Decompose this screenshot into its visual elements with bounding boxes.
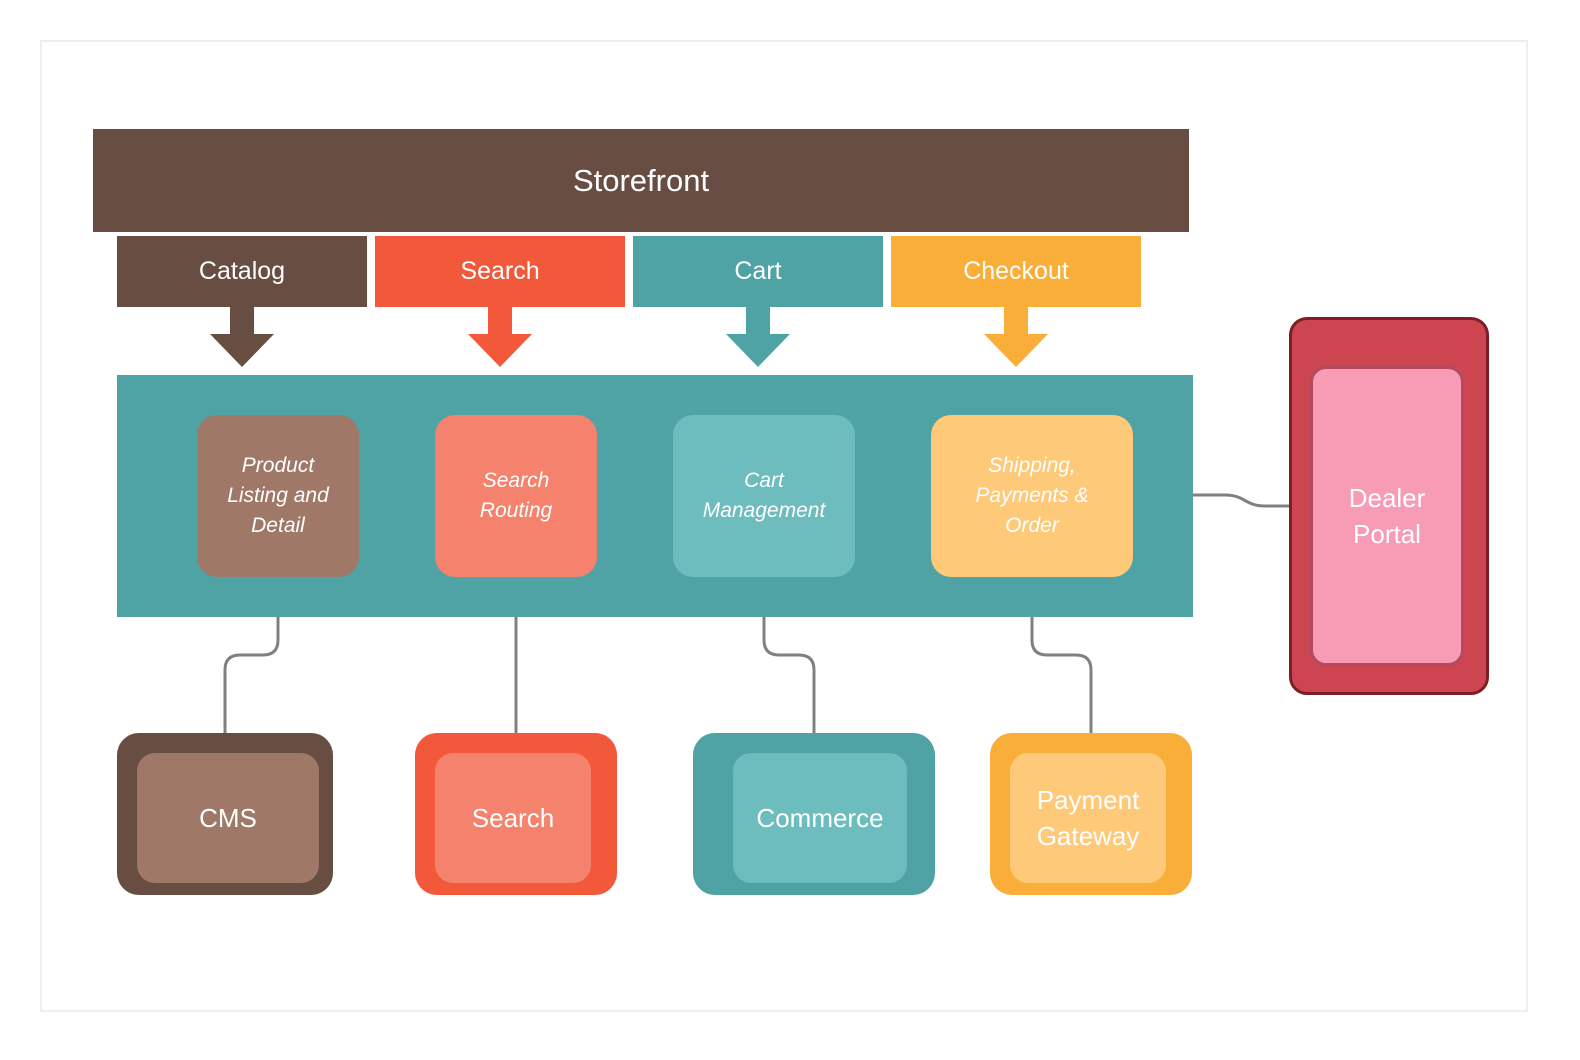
connector-product-cms [223,575,280,735]
diagram-frame [40,40,1528,1012]
service-cms-label: CMS [199,803,257,833]
channel-search-label: Search [460,257,540,285]
module-cart-management: Cart Management [673,415,855,577]
storefront-bar: Storefront [93,129,1189,232]
module-search-routing-label: Search Routing [479,469,553,522]
service-search-label: Search [471,803,555,833]
channel-checkout-label: Checkout [963,257,1069,285]
module-shipping-payments-order-label: Shipping, Payments & Order [975,454,1089,537]
service-cms: CMS [117,733,333,895]
dealer-portal-label: Dealer Portal [1348,483,1426,549]
service-payment-gateway-label: Payment Gateway [1036,785,1140,851]
arrow-down-cart-icon [726,306,790,367]
module-search-routing: Search Routing [435,415,597,577]
arrow-down-catalog-icon [210,306,274,367]
service-payment-gateway: Payment Gateway [990,733,1192,895]
channel-cart-label: Cart [734,257,782,285]
module-product-listing: Product Listing and Detail [197,415,359,577]
channel-search: Search [375,236,625,307]
arrow-down-checkout-icon [984,306,1048,367]
service-commerce-label: Commerce [756,803,884,833]
service-payment-gateway-inner: Payment Gateway [1010,753,1166,883]
module-product-listing-label: Product Listing and Detail [227,454,329,537]
connector-cart-commerce [762,575,816,735]
service-commerce-inner: Commerce [733,753,907,883]
dealer-portal: Dealer Portal [1289,317,1489,695]
service-search: Search [415,733,617,895]
module-cart-management-label: Cart Management [702,469,826,522]
service-commerce: Commerce [693,733,935,895]
connector-platform-dealer [1193,493,1290,508]
arrow-down-search-icon [468,306,532,367]
channel-catalog: Catalog [117,236,367,307]
connector-shipping-gateway [1030,575,1093,735]
service-search-inner: Search [435,753,591,883]
channel-catalog-label: Catalog [198,257,286,285]
storefront-title: Storefront [572,162,710,198]
channel-checkout: Checkout [891,236,1141,307]
channel-cart: Cart [633,236,883,307]
dealer-portal-inner: Dealer Portal [1310,366,1464,666]
module-shipping-payments-order: Shipping, Payments & Order [931,415,1133,577]
service-cms-inner: CMS [137,753,319,883]
